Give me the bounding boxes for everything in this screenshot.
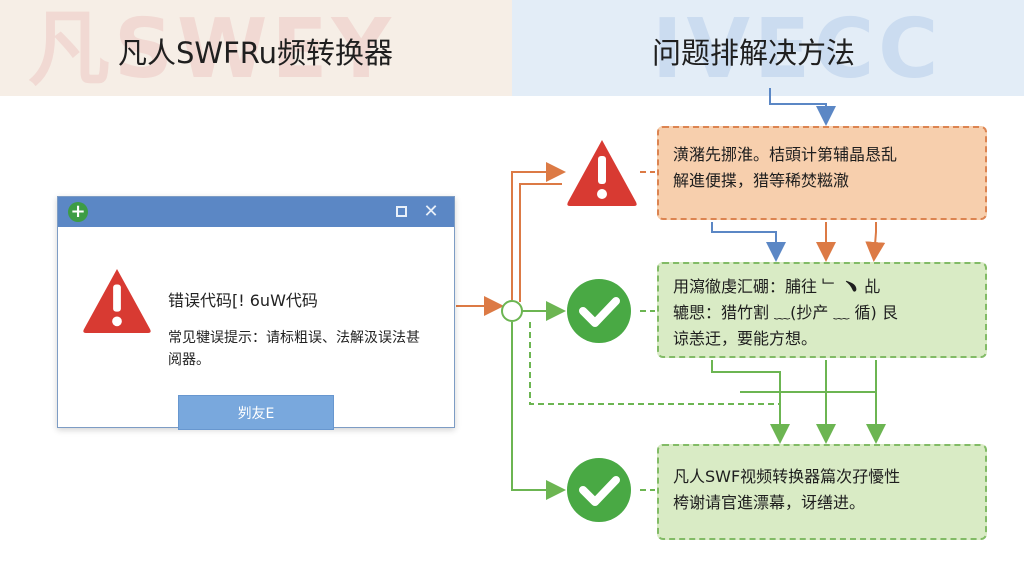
right-watermark: IVECC [652,2,943,97]
maximize-icon [395,205,407,217]
right-panel-title: 问题排解决方法 [652,36,856,70]
step-2-line-2: 辘愳：猎竹割 ﹏(抄产 ﹏ 循) 艮 [673,303,898,322]
left-panel-title: 凡人SWFRu频转换器 [118,36,393,70]
step-3-line-2: 桍谢请官進漂幕，讶缮进。 [673,493,866,512]
connector-hub-step3 [511,322,566,500]
connector-step2-step3-a [711,360,790,444]
step-1-box: 潢潴先挪淮。桔頭计第辅晶恳乱 解進便揲，猎等稀焚糍澈 [657,126,987,220]
left-watermark: 凡SWEY [28,2,395,97]
connector-title-step1 [769,88,836,126]
dialog-body: 错误代码[! 6uW代码 常见犍误提示：请标粗误、法解汲误法甚阅器。 刿友E [58,227,454,430]
close-button[interactable]: ✕ [420,201,442,223]
confirm-button[interactable]: 刿友E [178,395,334,430]
step-2-box: 用瀉徹虔汇硼：脯往 ﹂ ﹅ 乩 辘愳：猎竹割 ﹏(抄产 ﹏ 循) 艮 谅恙迂，要… [657,262,987,358]
app-plus-icon: + [68,202,88,222]
close-icon: ✕ [423,201,439,222]
error-code-heading: 错误代码[! 6uW代码 [168,291,318,310]
connector-hub-step1 [511,162,566,300]
connector-hub [501,300,523,322]
step-2-line-1: 用瀉徹虔汇硼：脯往 ﹂ ﹅ 乩 [673,277,881,296]
step-1-line-1: 潢潴先挪淮。桔頭计第辅晶恳乱 [673,145,898,164]
step-2-line-3: 谅恙迂，要能方想。 [673,329,818,348]
connector-hub-step1-alt [519,183,562,302]
step-3-box: 凡人SWF视频转换器篇次孖懮性 桍谢请官進漂幕，讶缮进。 [657,444,987,540]
right-header-band [512,0,1024,96]
warning-icon [567,140,637,206]
step-3-line-1: 凡人SWF视频转换器篇次孖懮性 [673,467,901,486]
maximize-button[interactable] [390,201,412,223]
checkmark-icon [567,458,631,522]
connector-step1-step2-blue [711,222,786,262]
connector-step1-step2-orange-b [865,222,886,262]
left-header-band [0,0,512,96]
connector-dashed-loop [529,322,780,405]
error-message: 常见犍误提示：请标粗误、法解汲误法甚阅器。 [168,330,420,368]
dialog-titlebar[interactable]: + ✕ [58,197,454,227]
dialog-warning-icon [83,268,151,333]
step-1-line-2: 解進便揲，猎等稀焚糍澈 [673,171,850,190]
error-dialog: + ✕ 错误代码[! 6uW代码 常见犍误提示：请标粗误、法解汲误法甚阅器。 刿… [57,196,455,430]
checkmark-icon [567,279,631,343]
